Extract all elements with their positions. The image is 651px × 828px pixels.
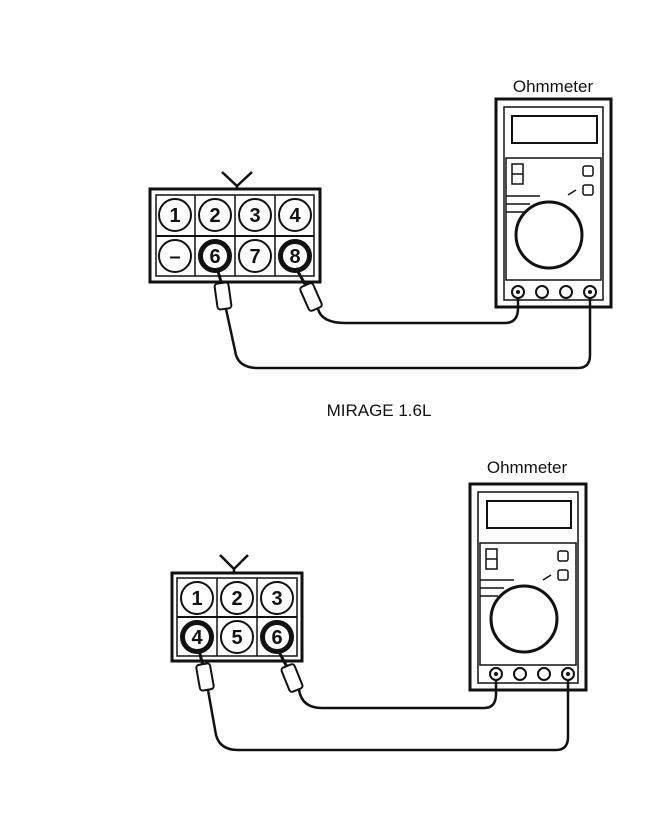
connector-a-pin-label: 3: [249, 205, 260, 227]
connector-a-pin-1: 1: [158, 198, 192, 232]
terminals-b: [489, 667, 575, 681]
connector-b-pin-5: 5: [220, 620, 254, 654]
connector-a-pin-5: –: [158, 239, 192, 273]
connector-a-pin-2: 2: [198, 198, 232, 232]
ohmmeter-b: [468, 482, 588, 692]
connector-a-pin-label: –: [169, 246, 180, 268]
connector-b-pin-1: 1: [180, 581, 214, 615]
engine-caption: MIRAGE 1.6L: [327, 401, 432, 420]
connector-b-pin-label: 1: [191, 588, 202, 610]
connector-b: 1 2 3 4 5 6: [170, 554, 304, 663]
display-b: [486, 500, 572, 529]
connector-a-pin-label: 1: [169, 205, 180, 227]
display-a: [511, 115, 598, 144]
connector-a-pin-7: 7: [238, 239, 272, 273]
connector-b-pin-4: 4: [180, 620, 214, 654]
connector-b-pin-label: 2: [231, 588, 242, 610]
connector-a-pin-label: 7: [249, 246, 260, 268]
figure-a: Ohmmeter: [148, 77, 613, 370]
connector-b-pin-label: 5: [231, 627, 242, 649]
connector-a-pin-label: 2: [209, 205, 220, 227]
ohmmeter-a: [494, 97, 613, 309]
connector-a-pin-4: 4: [278, 198, 312, 232]
connector-a-pin-8: 8: [278, 239, 312, 273]
connector-a: 1 2 3 4 – 6 7 8: [148, 171, 322, 284]
probe-b-pin4: [195, 649, 215, 692]
connector-a-pin-label: 8: [289, 246, 300, 268]
lead-a-pin6: [224, 298, 592, 370]
connector-a-pin-label: 6: [209, 246, 220, 268]
probe-a-pin6: [213, 267, 233, 311]
probe-b-pin6: [276, 649, 304, 693]
probe-a-pin8: [294, 267, 323, 312]
connector-b-pin-label: 3: [271, 588, 282, 610]
connector-b-pin-3: 3: [260, 581, 294, 615]
ohmmeter-label-b: Ohmmeter: [487, 458, 568, 477]
ohmmeter-label-a: Ohmmeter: [513, 77, 594, 96]
figure-b: Ohmmeter: [170, 458, 588, 752]
selector-dial-a: [514, 200, 584, 270]
connector-a-pin-3: 3: [238, 198, 272, 232]
connector-a-pin-label: 4: [289, 205, 301, 227]
connector-b-pin-2: 2: [220, 581, 254, 615]
terminals-a: [511, 285, 597, 299]
lead-a-pin8: [316, 298, 520, 325]
lead-b-pin6: [297, 680, 498, 710]
connector-b-pin-6: 6: [260, 620, 294, 654]
selector-dial-b: [489, 584, 559, 654]
lead-b-pin4: [206, 680, 570, 752]
connector-a-pin-6: 6: [198, 239, 232, 273]
connector-b-pin-label: 4: [191, 627, 203, 649]
connector-b-pin-label: 6: [271, 627, 282, 649]
